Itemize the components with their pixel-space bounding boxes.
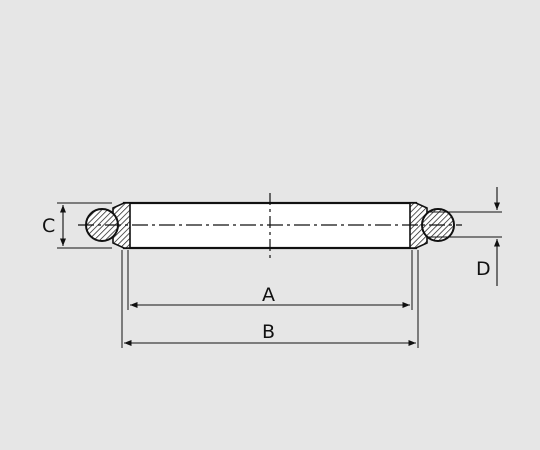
dimension-b: B [123,321,416,347]
dimension-a: A [130,284,410,309]
dimension-label-b: B [262,321,275,343]
dimension-label-c: C [42,215,55,237]
dimension-label-a: A [262,284,275,306]
left-flange-section [112,202,131,249]
dimension-d: D [428,187,502,286]
right-flange-section [409,202,428,249]
dimension-c: C [42,202,112,249]
dimension-label-d: D [476,258,491,280]
extension-lines [121,250,419,348]
